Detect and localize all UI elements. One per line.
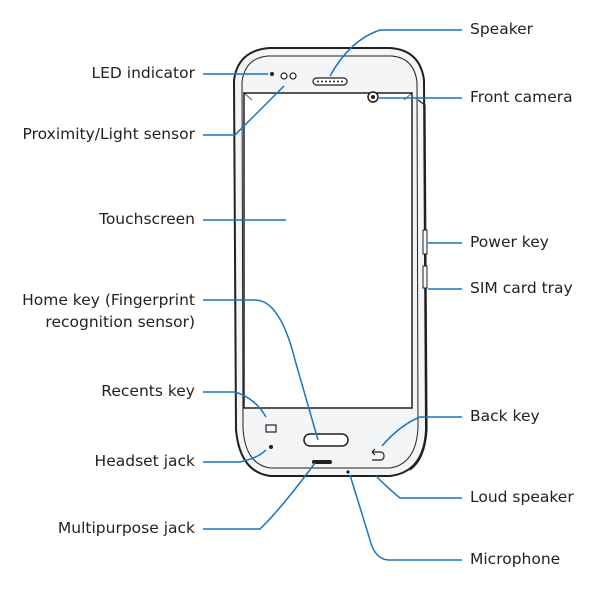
leader-speaker	[329, 29, 462, 77]
leader-proximity-sensor	[203, 85, 285, 136]
back-key-icon	[371, 448, 385, 461]
recents-key-icon	[265, 424, 277, 433]
leader-home-key	[203, 299, 319, 441]
label-back-key: Back key	[470, 407, 540, 425]
label-touchscreen: Touchscreen	[98, 210, 195, 228]
microphone-hardware	[346, 470, 350, 474]
label-sim-card-tray: SIM card tray	[470, 279, 573, 297]
label-led-indicator: LED indicator	[91, 64, 195, 82]
sim-tray-hardware	[422, 265, 428, 289]
label-headset-jack: Headset jack	[94, 452, 195, 470]
screen-corner-line	[403, 92, 413, 101]
front-camera-lens	[371, 95, 375, 99]
label-multipurpose-jack: Multipurpose jack	[57, 519, 195, 537]
leader-microphone	[349, 474, 462, 561]
phone-body-inner-edge	[241, 55, 419, 469]
light-sensor-icon	[289, 72, 297, 80]
leader-recents-key	[203, 391, 267, 418]
label-loud-speaker: Loud speaker	[470, 488, 574, 506]
label-power-key: Power key	[470, 233, 549, 251]
leader-headset-jack	[203, 449, 267, 463]
label-home-key-line1: Home key (Fingerprint	[22, 291, 195, 309]
headset-jack-hardware	[269, 445, 273, 449]
proximity-sensor-icon	[280, 72, 288, 80]
leader-lines	[203, 29, 462, 561]
label-front-camera: Front camera	[470, 88, 573, 106]
label-recents-key: Recents key	[101, 382, 195, 400]
label-microphone: Microphone	[470, 550, 561, 568]
screen-corner-line	[243, 92, 253, 101]
speaker-grill-holes	[317, 80, 343, 83]
leader-back-key	[381, 416, 462, 447]
label-proximity-light-sensor: Proximity/Light sensor	[22, 125, 195, 143]
leader-multipurpose-jack	[203, 462, 316, 530]
leader-loud-speaker	[375, 475, 462, 499]
multipurpose-jack-hardware	[312, 460, 332, 464]
label-speaker: Speaker	[470, 20, 534, 38]
label-home-key-line2: recognition sensor)	[45, 313, 195, 331]
home-key-icon	[303, 433, 349, 447]
led-indicator-icon	[270, 72, 274, 76]
power-key-hardware	[422, 229, 428, 255]
phone-curved-edge	[409, 99, 428, 471]
touchscreen-panel	[243, 92, 413, 409]
